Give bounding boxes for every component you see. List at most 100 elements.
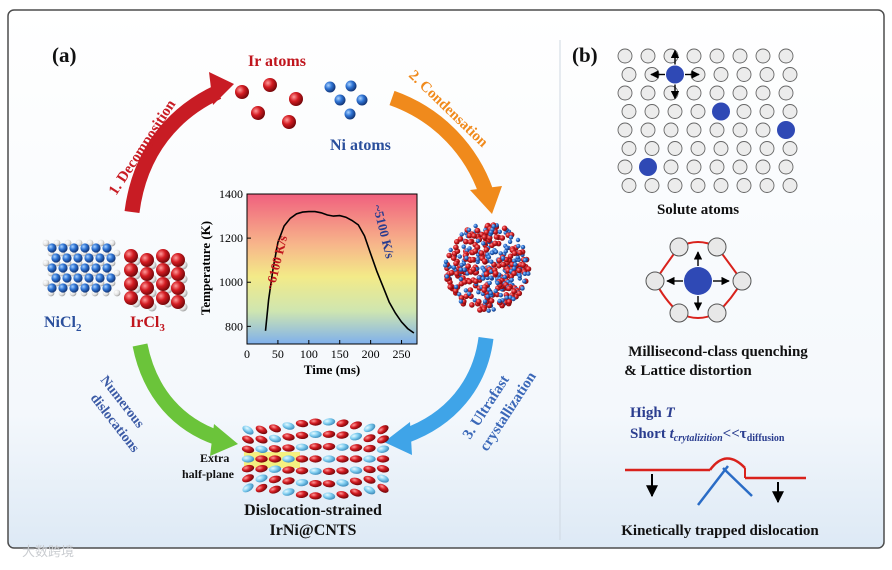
host-atom xyxy=(759,67,775,82)
host-atom xyxy=(663,85,679,101)
ir-atom xyxy=(255,465,268,473)
cl-atom xyxy=(53,239,61,247)
ir-atom xyxy=(124,291,138,305)
y-axis-label: Temperature (K) xyxy=(198,221,213,315)
ni-atom xyxy=(322,418,336,426)
host-atom xyxy=(621,178,637,193)
ni-atom xyxy=(486,308,491,313)
ni-atom xyxy=(106,253,116,263)
ni-atom xyxy=(241,455,255,463)
ir-atom xyxy=(472,248,479,254)
high-t-label: High T xyxy=(630,405,675,421)
ir-atom xyxy=(477,307,483,313)
ni-atom xyxy=(502,274,507,280)
nanoparticle-cluster xyxy=(443,222,532,313)
host-atom xyxy=(690,178,706,193)
ir-atom xyxy=(282,433,295,441)
ni-atom xyxy=(458,276,464,282)
ir-atom xyxy=(376,455,390,463)
ir-atom xyxy=(140,295,154,309)
ni-atom xyxy=(349,466,363,474)
x-tick-label: 250 xyxy=(393,347,411,361)
host-atom xyxy=(759,104,775,119)
host-atom xyxy=(778,48,794,64)
ir-atom xyxy=(255,425,268,435)
host-atom xyxy=(782,141,798,156)
ir-atom xyxy=(363,434,376,443)
ni-atom xyxy=(497,298,502,304)
ir-atom xyxy=(453,260,459,267)
ni-atom xyxy=(73,273,83,283)
host-atom xyxy=(686,159,702,175)
solute-atom xyxy=(666,65,684,84)
ir-atom xyxy=(483,229,490,236)
ir-atom xyxy=(492,240,499,247)
ir-atom xyxy=(363,465,376,474)
host-atom xyxy=(736,141,752,156)
x-tick-label: 150 xyxy=(331,347,349,361)
ir-atom xyxy=(255,435,268,444)
ir-atom xyxy=(511,250,518,257)
ni-atom xyxy=(482,299,488,304)
ni-atom xyxy=(458,267,464,272)
ir-atom xyxy=(156,249,170,263)
ir-atom xyxy=(520,262,526,268)
ni-atom xyxy=(515,255,520,260)
watermark: 大数跨境 xyxy=(22,544,74,559)
ni-atom xyxy=(349,432,363,441)
cl-atom xyxy=(113,289,121,297)
ni-atom xyxy=(69,263,79,273)
ir-atom xyxy=(349,477,363,486)
ir-atom xyxy=(517,249,523,256)
ir-atom xyxy=(377,483,389,493)
host-atom xyxy=(644,104,660,119)
cl-atom xyxy=(97,239,105,247)
host-atom xyxy=(782,178,798,193)
ir-atom xyxy=(350,421,362,430)
host-atom xyxy=(755,122,771,138)
ir-atom xyxy=(476,298,482,305)
ni-atom xyxy=(47,263,57,273)
ir-atom xyxy=(363,444,376,453)
ni-atom xyxy=(322,455,336,463)
solute-atom-grid xyxy=(617,48,798,193)
ni-atom xyxy=(508,235,514,240)
ni-atom xyxy=(322,492,336,500)
ir-atom xyxy=(282,444,295,452)
host-atom xyxy=(640,122,656,138)
ir-atoms-cluster xyxy=(235,78,303,129)
ir-atom xyxy=(483,271,490,277)
ir-atom xyxy=(349,444,363,452)
ir-atom xyxy=(466,278,473,285)
ni-atom xyxy=(363,423,376,433)
ni-atom xyxy=(451,265,457,270)
host-atom xyxy=(640,48,656,64)
ni-atom xyxy=(463,288,469,293)
ir-atom xyxy=(336,455,349,463)
ir-atom xyxy=(496,263,502,269)
ni-atom xyxy=(520,286,525,291)
ir-atom xyxy=(309,418,322,426)
host-atom xyxy=(663,122,679,138)
ir-atom xyxy=(458,295,465,301)
ir-atom xyxy=(363,475,376,484)
ir-atom xyxy=(282,466,295,474)
solute-atom xyxy=(777,121,795,139)
ni-atom xyxy=(520,244,526,250)
ni-atom xyxy=(295,443,309,451)
ni-atom xyxy=(491,224,496,229)
ircl3-crystal xyxy=(124,249,188,312)
cl-atom xyxy=(113,249,121,257)
cl-atom xyxy=(42,279,50,287)
kinetic-label: Kinetically trapped dislocation xyxy=(621,523,819,539)
ir-atom xyxy=(471,233,477,239)
y-tick-label: 800 xyxy=(225,319,243,333)
ir-atom xyxy=(488,298,495,304)
host-atom xyxy=(617,122,633,138)
ir-atom xyxy=(493,270,499,277)
ni-atom xyxy=(51,273,61,283)
ni-atom xyxy=(513,262,518,267)
ir-atom xyxy=(242,474,254,483)
ir-atom xyxy=(171,267,185,281)
ir-atom xyxy=(481,234,488,240)
